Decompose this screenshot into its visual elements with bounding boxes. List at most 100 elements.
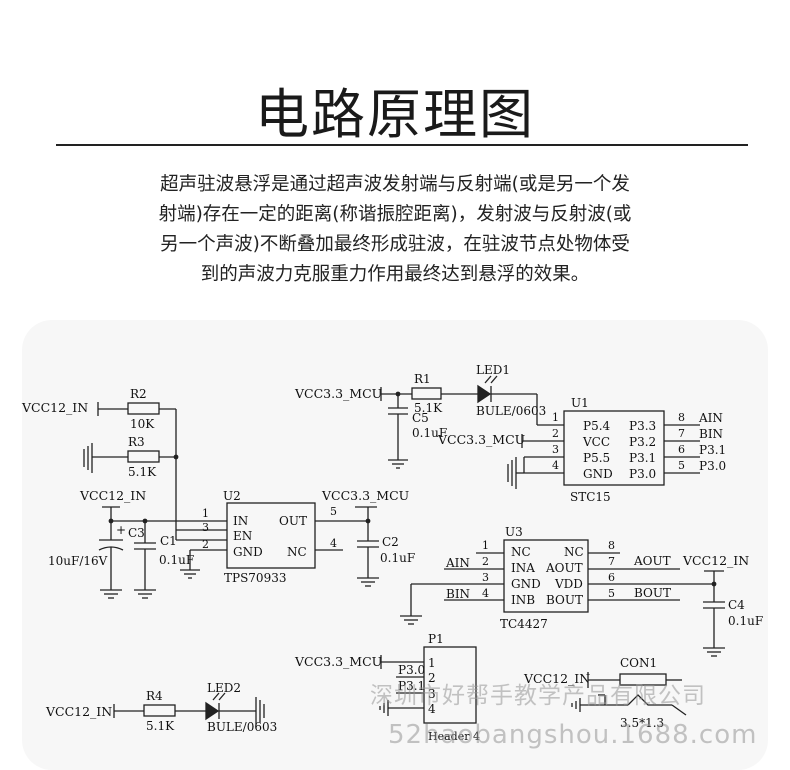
r4-resistor [143,704,176,717]
watermark-site: 52haobangshou.1688.com [388,720,758,750]
u1-pin-7: 7 [678,427,685,440]
led1-ref: LED1 [476,363,510,377]
c1-ref: C1 [160,534,177,548]
u1-pin-p55: P5.5 [583,451,610,465]
u1-pin-1: 1 [552,411,559,424]
net-label-vcc12-con: VCC12_IN [523,671,590,686]
u1-pin-p54: P5.4 [583,419,611,433]
net-label-vcc12-tc: VCC12_IN [682,553,749,568]
u1-pin-4: 4 [552,459,559,472]
u1-net-ain: AIN [698,411,723,425]
u3-body [503,539,589,613]
u1-pin-p31: P3.1 [629,451,656,465]
description-line-1: 超声驻波悬浮是通过超声波发射端与反射端(或是另一个发 [160,174,630,195]
u3-pin-7: 7 [608,555,615,568]
u3-pin-ina: INA [511,561,535,575]
u2-pin-1: 1 [202,507,209,520]
u3-net-bout: BOUT [634,586,671,600]
p1-value: Header 4 [428,730,480,743]
p1-body [423,646,477,724]
u2-regulator: U2 TPS70933 1 3 2 IN EN GND OUT NC 5 4 [176,489,368,585]
net-label-vcc33-u1: VCC3.3_MCU [437,432,525,447]
r3-block: R3 5.1K [83,435,179,479]
u2-ref: U2 [223,489,241,503]
c1-value: 0.1uF [159,553,194,567]
r1-resistor [411,387,442,400]
u3-pin-inb: INB [511,593,535,607]
c2-ref: C2 [382,535,399,549]
net-label-vcc12-c3: VCC12_IN [79,488,146,503]
c2-block: VCC3.3_MCU C2 0.1uF [321,488,415,587]
con1-dc-jack: VCC12_IN CON1 3.5*1.3 [523,656,687,730]
u1-pin-6: 6 [678,443,685,456]
u2-pin-5: 5 [330,505,337,518]
u1-pin-3: 3 [552,443,559,456]
u3-pin-aout: AOUT [545,561,583,575]
p1-net-p31: P3.1 [398,679,425,693]
led2-ref: LED2 [207,681,241,695]
u1-ref: U1 [571,396,589,410]
led2-value: BULE/0603 [207,720,277,734]
u1-net-bin: BIN [699,427,723,441]
r4-value: 5.1K [146,719,175,733]
u2-pin-in: IN [233,514,248,528]
p1-net-p30: P3.0 [398,663,425,677]
u3-pin-4: 4 [482,587,489,600]
con1-value: 3.5*1.3 [620,716,664,730]
net-label-vcc12-r2: VCC12_IN [21,400,88,415]
u3-pin-bout: BOUT [546,593,583,607]
u3-pin-gnd: GND [511,577,541,591]
u2-pin-gnd: GND [233,545,263,559]
p1-pin-1: 1 [428,656,436,670]
u1-pin-p32: P3.2 [629,435,656,449]
u2-pin-nc: NC [287,545,307,559]
p1-pin-4: 4 [428,702,436,716]
u2-pin-en: EN [233,529,252,543]
u2-value: TPS70933 [224,571,286,585]
c3-c1-block: VCC12_IN + C3 10uF/16V C1 0.1uF [48,488,227,599]
c2-value: 0.1uF [380,551,415,565]
r1-value: 5.1K [414,401,443,415]
u1-body [563,410,665,486]
u2-pin-out: OUT [279,514,307,528]
u3-pin-3: 3 [482,571,489,584]
p1-ref: P1 [428,632,444,646]
u3-value: TC4427 [500,617,548,631]
u3-pin-vdd: VDD [554,577,583,591]
r3-ref: R3 [128,435,145,449]
u1-pin-8: 8 [678,411,685,424]
r4-ref: R4 [146,689,163,703]
r1-ref: R1 [414,372,431,386]
u1-pin-5: 5 [678,459,685,472]
u3-pin-2: 2 [482,555,489,568]
net-label-vcc33-p1: VCC3.3_MCU [294,654,382,669]
u3-net-ain: AIN [445,556,470,570]
net-label-vcc33-led: VCC3.3_MCU [294,386,382,401]
u3-net-aout: AOUT [633,554,671,568]
u3-pin-5: 5 [608,587,615,600]
u1-pin-gnd: GND [583,467,613,481]
u3-pin-6: 6 [608,571,615,584]
u1-mcu: U1 STC15 VCC3.3_MCU 1 2 3 4 P5.4 VCC P5.… [437,396,726,504]
schematic-panel [22,320,768,770]
u3-net-bin: BIN [446,587,470,601]
net-label-vcc33-u2: VCC3.3_MCU [321,488,409,503]
net-label-vcc12-r4: VCC12_IN [45,704,112,719]
c5-value: 0.1uF [412,426,447,440]
r4-led2-block: VCC12_IN R4 5.1K LED2 BULE/0603 [45,681,277,734]
p1-pin-3: 3 [428,687,436,701]
r3-resistor [127,450,160,463]
p1-pin-2: 2 [428,671,436,685]
u2-body [226,502,316,569]
u3-driver: U3 TC4427 AIN BIN 1 2 3 4 NC INA GND INB… [400,525,763,657]
description-line-4: 到的声波力克服重力作用最终达到悬浮的效果。 [200,264,590,285]
c4-value: 0.1uF [728,614,763,628]
u1-net-p30: P3.0 [699,459,726,473]
u1-pin-vcc: VCC [582,435,610,449]
u1-pin-p30: P3.0 [629,467,656,481]
u1-pin-p33: P3.3 [629,419,656,433]
u1-net-p31: P3.1 [699,443,726,457]
r2-block: VCC12_IN R2 10K [21,387,177,540]
description-paragraph: 超声驻波悬浮是通过超声波发射端与反射端(或是另一个发 射端)存在一定的距离(称谐… [125,170,665,290]
